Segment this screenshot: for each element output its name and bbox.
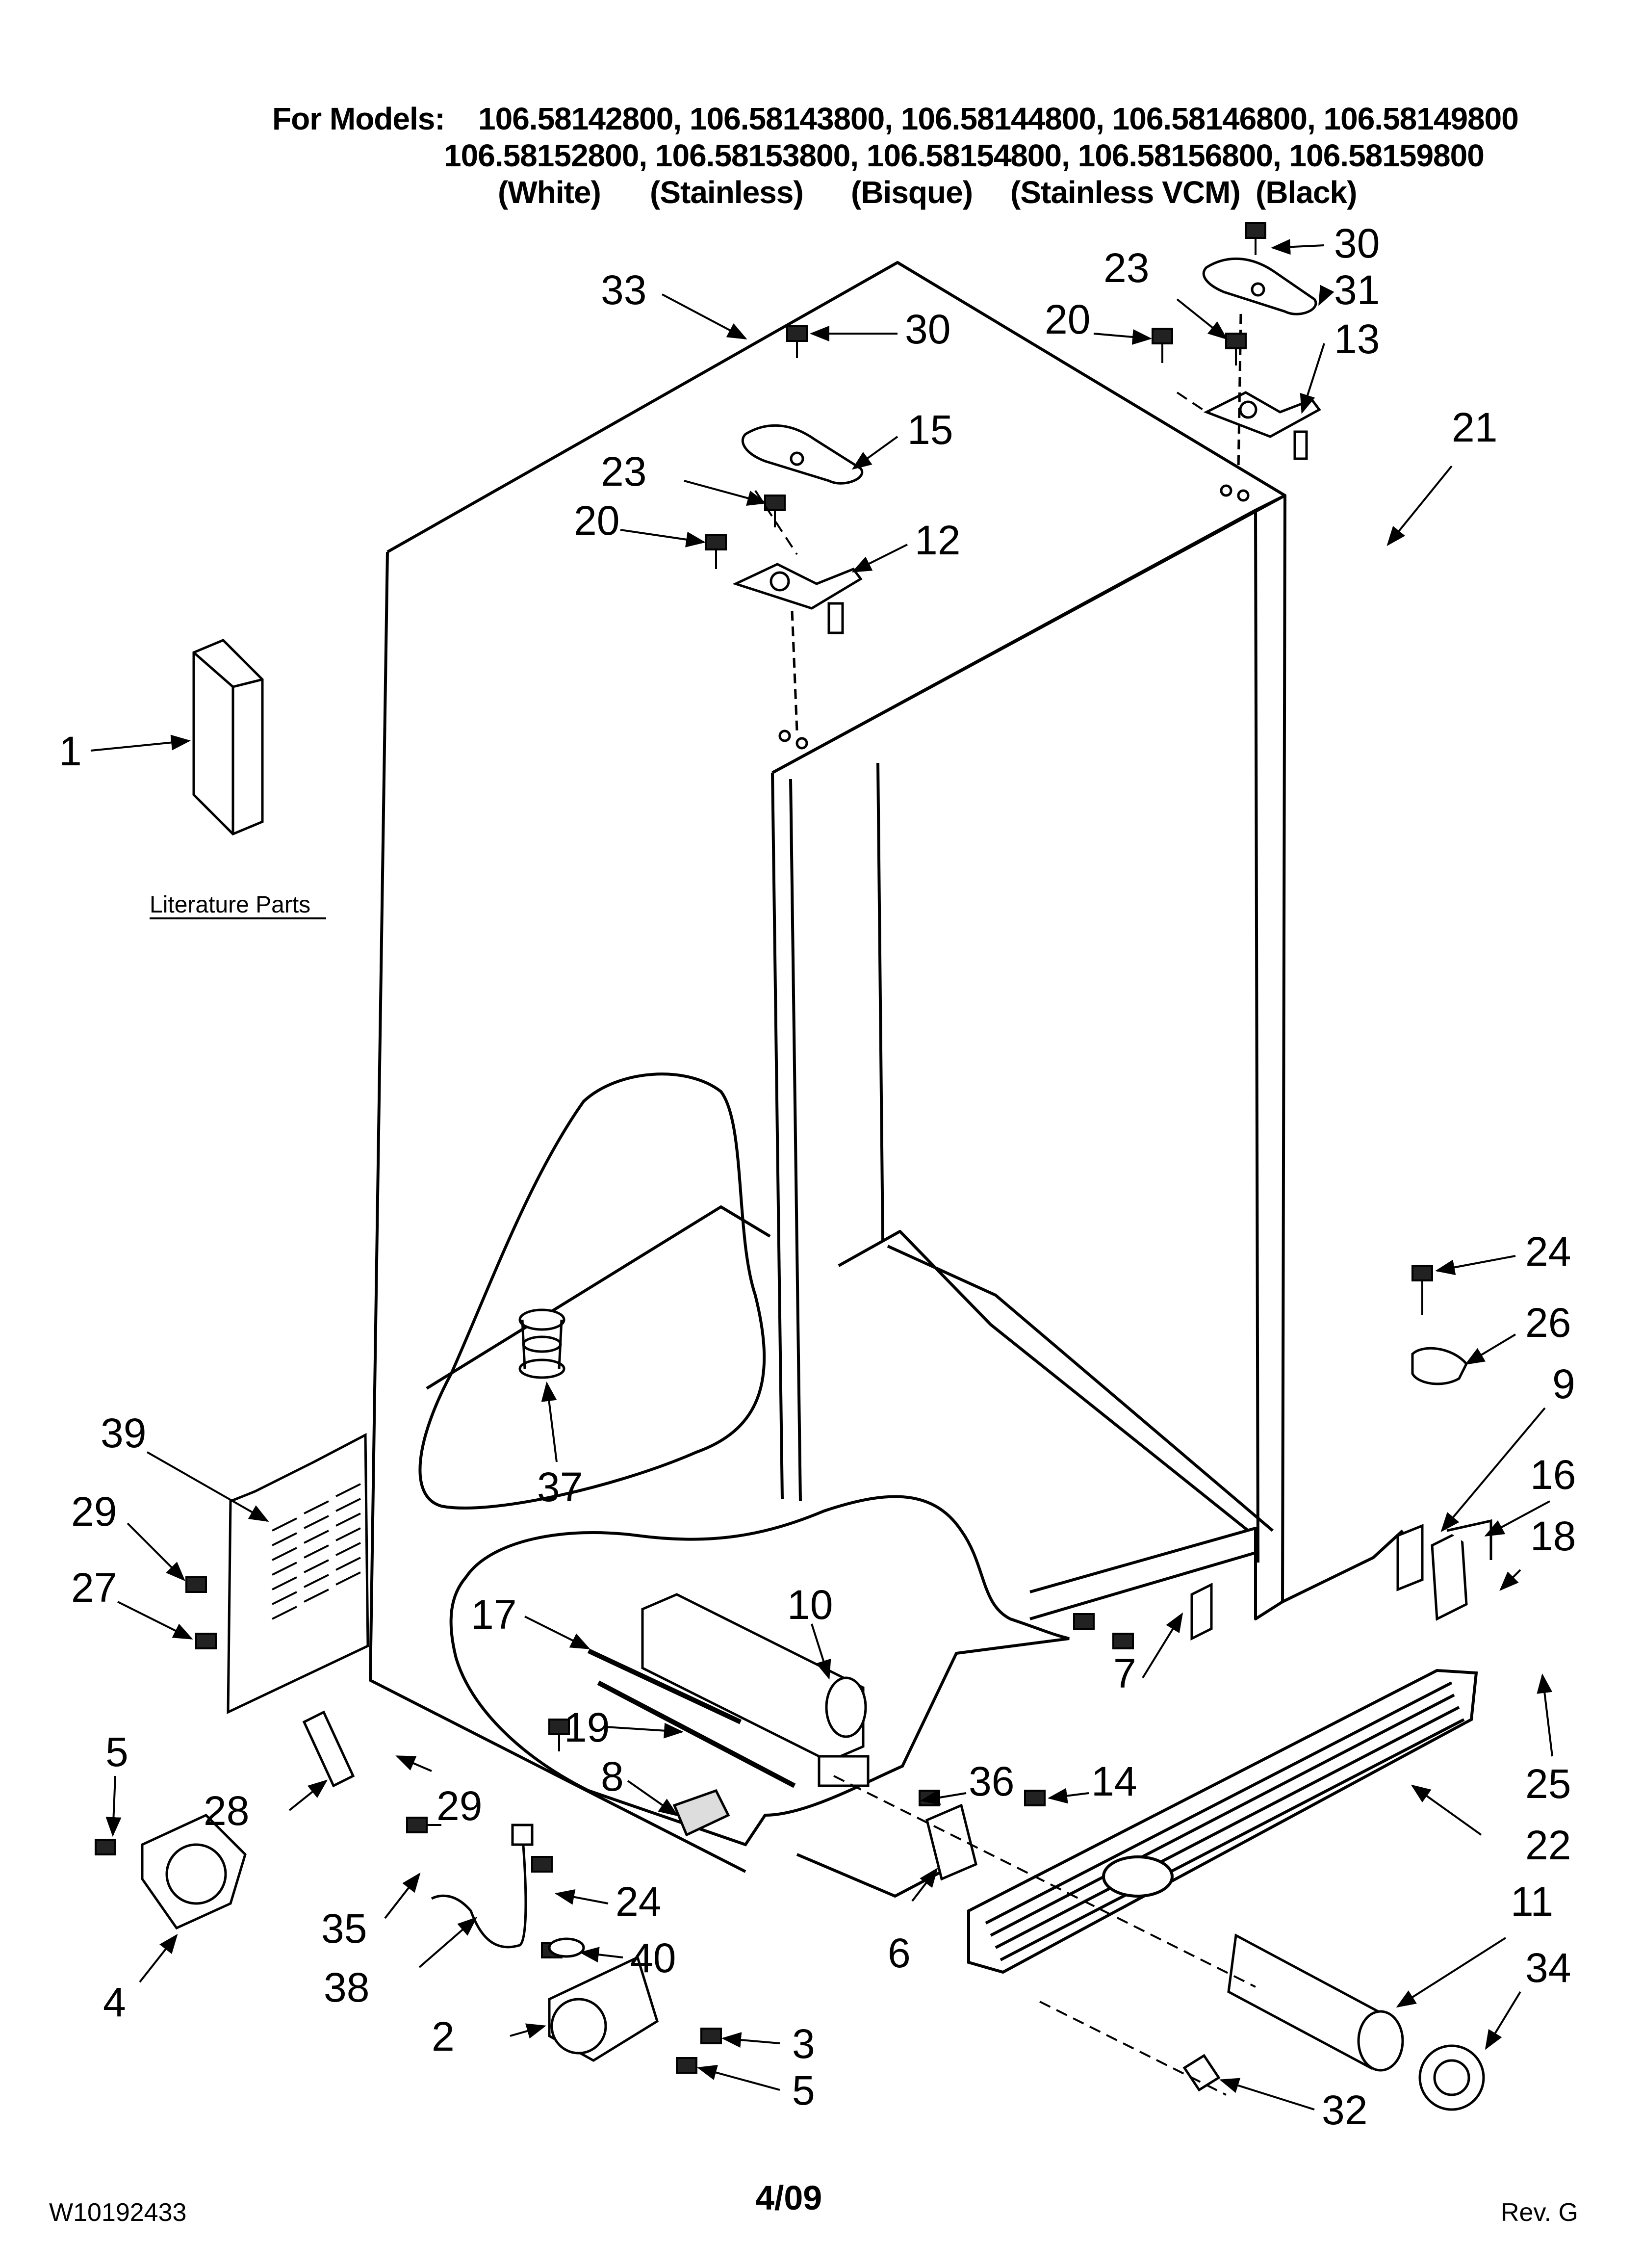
callout-13: 13 xyxy=(1334,316,1380,362)
callout-23: 23 xyxy=(1103,245,1149,291)
callout-22: 22 xyxy=(1525,1822,1571,1868)
filter-cap-34 xyxy=(1418,2044,1485,2111)
callout-23: 23 xyxy=(601,448,646,495)
callout-20: 20 xyxy=(574,497,619,544)
literature-parts-label: Literature Parts xyxy=(150,892,310,918)
callout-5: 5 xyxy=(105,1729,128,1775)
callout-18: 18 xyxy=(1530,1513,1576,1559)
cabinet-shell xyxy=(369,261,1404,1898)
callout-26: 26 xyxy=(1525,1300,1571,1346)
callout-15: 15 xyxy=(907,407,953,453)
callout-38: 38 xyxy=(324,1964,369,2010)
callout-30: 30 xyxy=(1334,220,1380,266)
filter-clip-32 xyxy=(1182,2054,1221,2092)
brackets xyxy=(925,1347,1492,1881)
revision-label: Rev. G xyxy=(1501,2198,1578,2227)
dashed-guides xyxy=(754,391,1256,2096)
callout-32: 32 xyxy=(1322,2087,1367,2133)
callout-3: 3 xyxy=(792,2021,815,2067)
top-hinge-right-13 xyxy=(1203,313,1321,502)
callout-27: 27 xyxy=(71,1564,117,1611)
color-white: (White) xyxy=(498,175,601,210)
callout-31: 31 xyxy=(1334,267,1380,313)
issue-date: 4/09 xyxy=(755,2179,822,2217)
cutaway-outlines xyxy=(418,1072,1070,1847)
callout-14: 14 xyxy=(1091,1758,1137,1804)
callout-37: 37 xyxy=(537,1464,583,1510)
callout-12: 12 xyxy=(915,517,960,563)
literature-booklet xyxy=(192,639,264,835)
models-row-2: 106.58152800, 106.58153800, 106.58154800… xyxy=(444,138,1485,173)
models-prefix: For Models: xyxy=(272,101,445,136)
callout-35: 35 xyxy=(321,1905,367,1952)
water-filter-11 xyxy=(1227,1933,1404,2072)
callout-leaders xyxy=(90,239,1553,2111)
callout-33: 33 xyxy=(601,267,646,313)
callout-40: 40 xyxy=(630,1935,676,1981)
hinge-cover-31 xyxy=(1202,257,1317,315)
callout-5: 5 xyxy=(792,2067,815,2113)
callout-20: 20 xyxy=(1045,296,1090,342)
color-bisque: (Bisque) xyxy=(851,175,973,210)
water-valve-assembly-10 xyxy=(587,1593,870,1837)
callout-11: 11 xyxy=(1511,1878,1553,1925)
callout-28: 28 xyxy=(204,1788,249,1834)
callout-2: 2 xyxy=(432,2013,455,2059)
callout-34: 34 xyxy=(1525,1945,1571,1991)
models-row-1: 106.58142800, 106.58143800, 106.58144800… xyxy=(478,101,1519,136)
drain-fitting-37 xyxy=(518,1308,565,1379)
callout-1: 1 xyxy=(59,728,82,774)
callout-30: 30 xyxy=(905,306,950,352)
hinge-cover-15 xyxy=(741,424,864,485)
color-stainless: (Stainless) xyxy=(650,175,804,210)
callout-21: 21 xyxy=(1452,404,1497,450)
callout-29: 29 xyxy=(436,1783,482,1829)
color-black: (Black) xyxy=(1256,175,1357,210)
callout-39: 39 xyxy=(101,1410,146,1456)
callout-24: 24 xyxy=(616,1878,661,1925)
callout-4: 4 xyxy=(103,1979,126,2025)
callout-8: 8 xyxy=(601,1753,624,1799)
toe-grille-22 xyxy=(967,1668,1478,1974)
callout-19: 19 xyxy=(564,1704,610,1750)
top-hinge-left-12 xyxy=(732,563,863,750)
callout-6: 6 xyxy=(888,1930,911,1976)
callout-29: 29 xyxy=(71,1488,117,1535)
document-number: W10192433 xyxy=(49,2198,187,2227)
callout-24: 24 xyxy=(1525,1228,1571,1275)
callout-10: 10 xyxy=(787,1582,833,1628)
callout-16: 16 xyxy=(1530,1452,1576,1498)
callout-25: 25 xyxy=(1525,1761,1571,1807)
callout-36: 36 xyxy=(969,1758,1014,1804)
callout-9: 9 xyxy=(1552,1361,1575,1407)
color-stainless-vcm: (Stainless VCM) xyxy=(1010,175,1241,210)
callout-17: 17 xyxy=(471,1591,516,1638)
callout-7: 7 xyxy=(1113,1650,1136,1696)
leveling-rollers xyxy=(141,1710,659,2062)
back-panel-39 xyxy=(227,1433,369,1714)
